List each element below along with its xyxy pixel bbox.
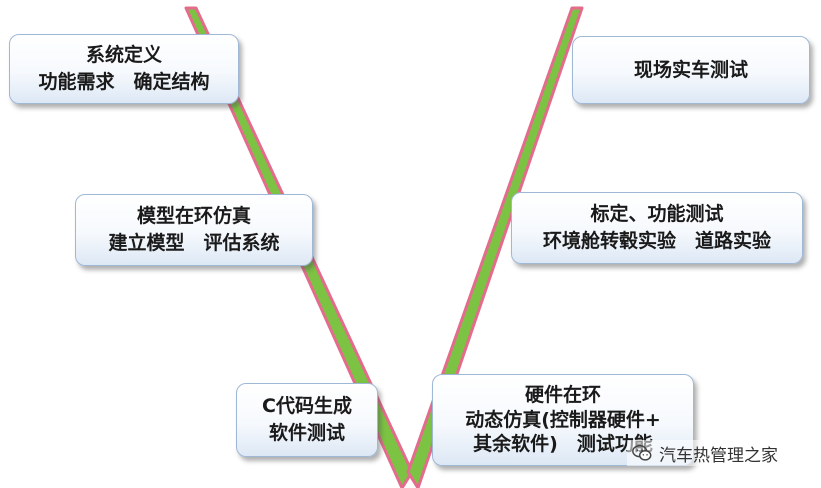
v-right-arm: [406, 6, 584, 488]
calibration-test-title: 标定、功能测试: [590, 203, 724, 226]
field-vehicle-test-title: 现场实车测试: [633, 58, 748, 81]
calibration-test-detail: 环境舱转毂实验 道路实验: [542, 230, 771, 252]
system-definition-detail: 功能需求 确定结构: [38, 71, 210, 93]
hardware-in-loop-box: 硬件在环 动态仿真(控制器硬件+ 其余软件) 测试功能: [432, 374, 694, 466]
system-definition-title: 系统定义: [85, 44, 162, 67]
model-in-loop-detail: 建立模型 评估系统: [108, 232, 280, 254]
code-generation-title: C代码生成: [262, 395, 352, 418]
wechat-icon: [632, 444, 652, 461]
code-generation-box: C代码生成 软件测试: [236, 383, 378, 457]
hardware-in-loop-title: 硬件在环: [524, 383, 601, 406]
watermark-text: 汽车热管理之家: [659, 445, 778, 466]
hardware-in-loop-detail-1: 动态仿真(控制器硬件+: [465, 408, 661, 431]
model-in-loop-box: 模型在环仿真 建立模型 评估系统: [75, 194, 313, 266]
hardware-in-loop-detail-2: 其余软件) 测试功能: [473, 433, 653, 456]
code-generation-detail: 软件测试: [268, 422, 345, 444]
model-in-loop-title: 模型在环仿真: [136, 205, 251, 228]
field-vehicle-test-box: 现场实车测试: [572, 36, 810, 104]
calibration-test-box: 标定、功能测试 环境舱转毂实验 道路实验: [511, 192, 803, 264]
watermark: 汽车热管理之家: [627, 440, 782, 466]
system-definition-box: 系统定义 功能需求 确定结构: [9, 34, 239, 104]
